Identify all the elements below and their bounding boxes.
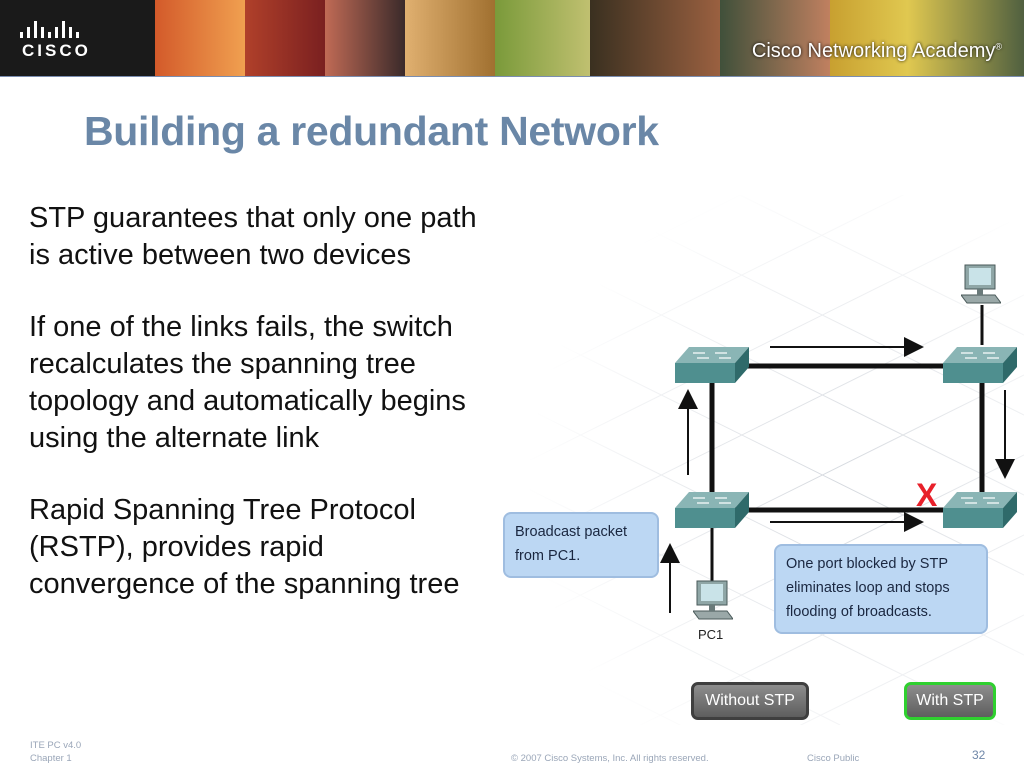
footer-classification: Cisco Public (807, 753, 860, 764)
bullet-item: Rapid Spanning Tree Protocol (RSTP), pro… (29, 494, 460, 600)
broadcast-callout: Broadcast packet from PC1. (503, 512, 659, 578)
pc1-icon[interactable] (693, 579, 733, 623)
networking-academy-brand: Cisco Networking Academy® (752, 40, 1002, 63)
footer-copyright: © 2007 Cisco Systems, Inc. All rights re… (511, 753, 709, 764)
academy-brand-rest: Networking Academy (801, 40, 996, 62)
page-number: 32 (972, 748, 986, 762)
banner-photo-8 (830, 0, 1024, 77)
bullet-list: STP guarantees that only one path is act… (29, 200, 494, 638)
switch-icon[interactable] (675, 345, 749, 385)
banner-photo-7 (720, 0, 830, 77)
switch-icon[interactable] (943, 490, 1017, 530)
footer-course: ITE PC v4.0 (30, 740, 82, 751)
stp-diagram: X PC1 Broadcast packet from PC1. One por… (500, 195, 1024, 725)
academy-brand-cisco: Cisco (751, 40, 802, 62)
switch-icon[interactable] (675, 490, 749, 530)
network-links (709, 305, 985, 585)
cisco-logo: CISCO (18, 18, 98, 62)
banner-photo-1 (155, 0, 245, 77)
bullet-item: STP guarantees that only one path is act… (29, 202, 477, 271)
without-stp-button[interactable]: Without STP (691, 682, 809, 720)
banner-photo-2 (245, 0, 325, 77)
banner-divider (0, 76, 1024, 77)
cisco-logo-text: CISCO (22, 41, 91, 60)
broadcast-arrows (660, 337, 1015, 613)
with-stp-button[interactable]: With STP (904, 682, 996, 720)
registered-mark: ® (995, 41, 1002, 52)
banner-photo-6 (590, 0, 720, 77)
blocked-port-callout: One port blocked by STP eliminates loop … (774, 544, 988, 634)
cisco-bridge-icon (20, 18, 92, 38)
header-banner: CISCO Cisco Networking Academy® (0, 0, 1024, 77)
banner-photo-4 (405, 0, 495, 77)
banner-photo-5 (495, 0, 590, 77)
blocked-port-icon: X (916, 477, 938, 513)
slide-title: Building a redundant Network (84, 108, 659, 154)
pc1-label: PC1 (698, 627, 724, 642)
bullet-item: If one of the links fails, the switch re… (29, 311, 466, 454)
floor-grid (500, 195, 1024, 725)
footer-chapter: Chapter 1 (30, 753, 72, 764)
pc-icon[interactable] (961, 263, 1001, 307)
banner-photo-3 (325, 0, 405, 77)
switch-icon[interactable] (943, 345, 1017, 385)
